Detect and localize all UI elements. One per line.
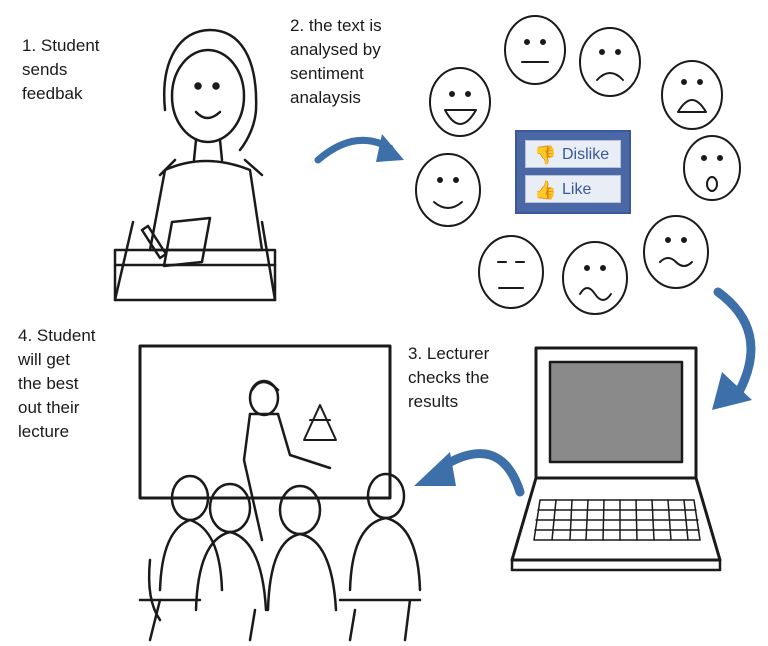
face-sad-icon xyxy=(579,27,641,97)
step-1-label: 1. Student sends feedbak xyxy=(22,36,100,103)
thumbs-down-icon: 👎 xyxy=(534,145,557,165)
classroom-illustration xyxy=(138,344,422,642)
face-neutral-icon xyxy=(504,15,566,85)
face-wavy-icon xyxy=(643,215,709,289)
arrow-head-2 xyxy=(712,372,752,410)
arrow-step2-to-3-icon xyxy=(713,287,756,395)
step-2-label: 2. the text is analysed by sentiment ana… xyxy=(290,16,382,107)
like-button: 👍 Like xyxy=(525,175,621,203)
dislike-label: Dislike xyxy=(562,146,610,163)
arrow-step3-to-4-icon xyxy=(435,449,525,497)
step-3-label: 3. Lecturer checks the results xyxy=(408,344,490,411)
dislike-button: 👎 Dislike xyxy=(525,140,621,168)
student-illustration xyxy=(113,28,277,302)
thumbs-up-icon: 👍 xyxy=(534,180,557,200)
step-4-label: 4. Student will get the best out their l… xyxy=(18,326,96,441)
arrow-head-1 xyxy=(376,134,404,162)
arrows xyxy=(314,134,756,497)
face-crying-icon xyxy=(661,60,723,130)
emoji-ring xyxy=(415,15,741,315)
face-surprised-icon xyxy=(683,135,741,201)
face-smile-icon xyxy=(415,153,481,227)
arrow-head-3 xyxy=(414,452,456,486)
face-laughing-icon xyxy=(429,67,491,137)
laptop-illustration xyxy=(510,346,722,572)
face-worried-icon xyxy=(562,241,628,315)
like-label: Like xyxy=(562,181,592,198)
whiteboard xyxy=(138,344,392,500)
facebook-reaction-panel: 👎 Dislike 👍 Like xyxy=(515,130,631,214)
face-flat-icon xyxy=(478,235,544,309)
